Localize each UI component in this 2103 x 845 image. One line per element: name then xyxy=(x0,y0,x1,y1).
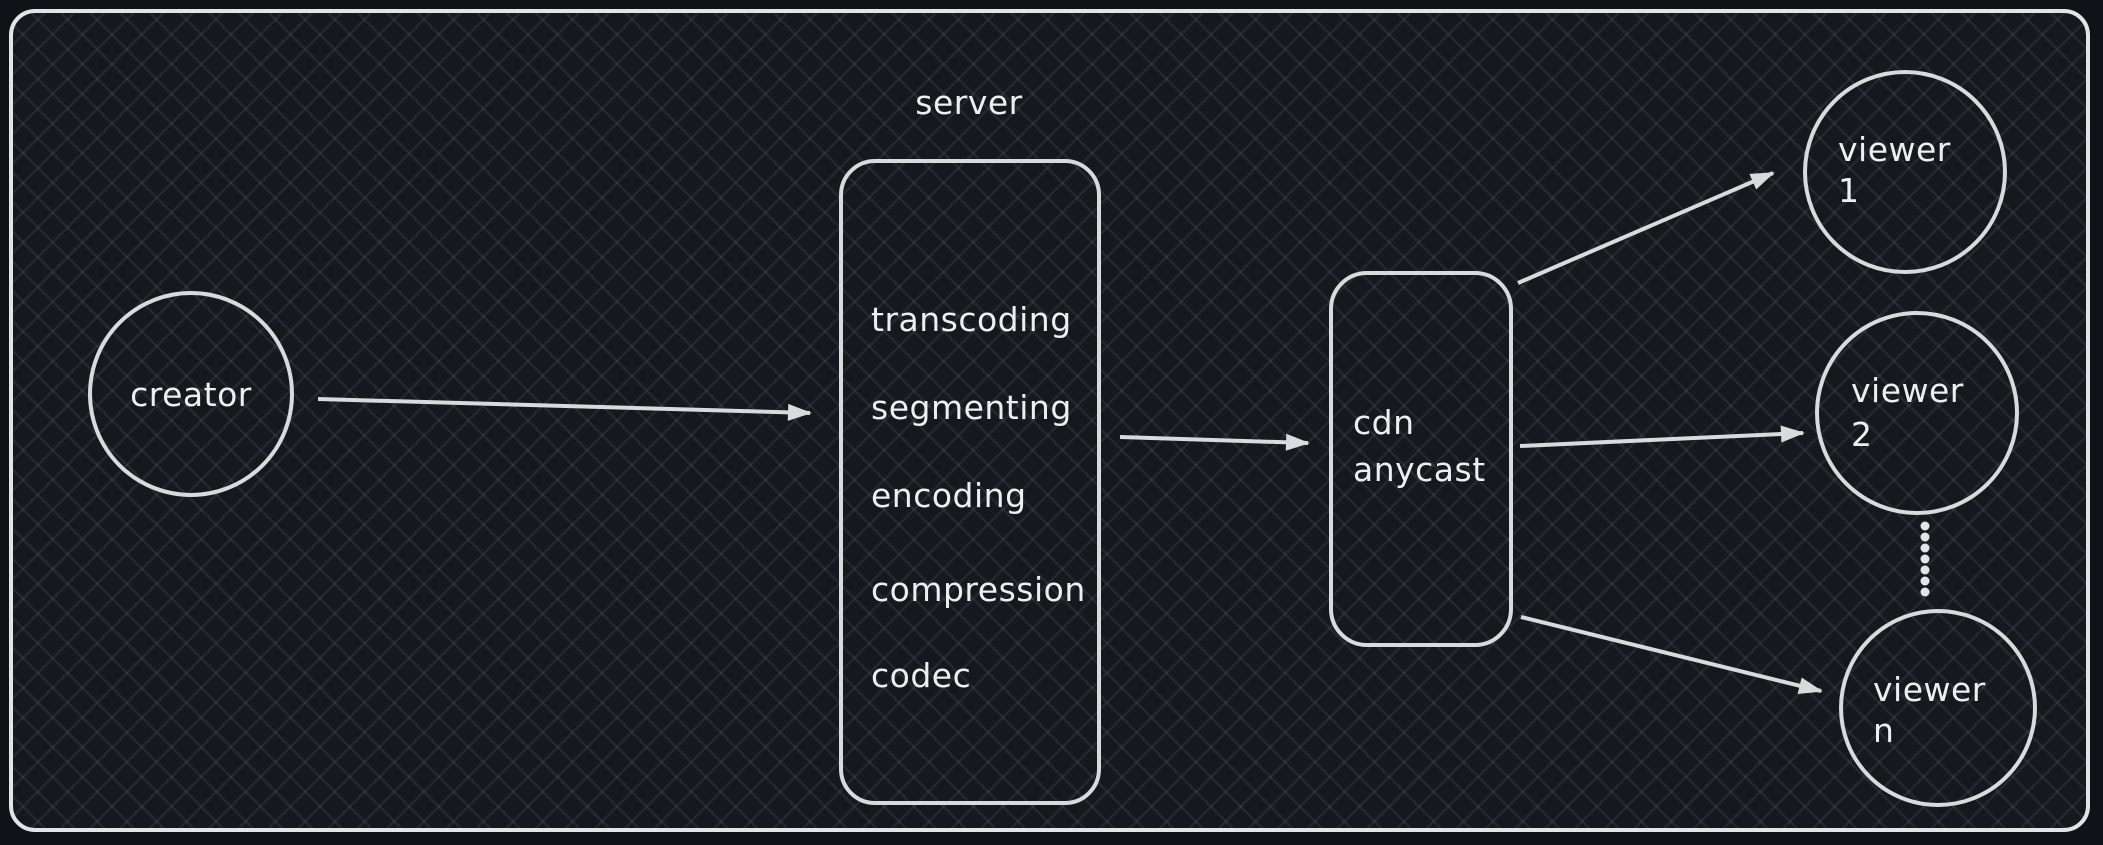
server-item-transcoding[interactable]: transcoding xyxy=(871,300,1072,339)
viewer-n-label-line2[interactable]: n xyxy=(1873,711,1895,750)
arrow-creator-to-server[interactable] xyxy=(317,397,812,421)
creator-label[interactable]: creator xyxy=(130,375,252,414)
server-item-encoding[interactable]: encoding xyxy=(871,476,1027,515)
viewer-2-label-line1[interactable]: viewer xyxy=(1851,371,1964,410)
viewer-1-circle[interactable] xyxy=(1803,70,2007,274)
arrow-server-to-cdn[interactable] xyxy=(1119,433,1310,451)
creator-circle[interactable] xyxy=(88,291,294,497)
arrow-cdn-to-viewer-n[interactable] xyxy=(1520,615,1823,694)
viewer-n-circle[interactable] xyxy=(1839,609,2037,807)
server-item-compression[interactable]: compression xyxy=(871,570,1086,609)
server-item-segmenting[interactable]: segmenting xyxy=(871,388,1072,427)
arrow-cdn-to-viewer-2[interactable] xyxy=(1519,425,1805,448)
canvas-frame: creator server transcoding segmenting en… xyxy=(9,9,2090,832)
server-item-codec[interactable]: codec xyxy=(871,656,972,695)
viewers-ellipsis-dots[interactable] xyxy=(1920,521,1930,597)
viewer-2-circle[interactable] xyxy=(1815,311,2019,515)
diagram-shapes-layer xyxy=(88,70,2037,807)
viewer-n-label-line1[interactable]: viewer xyxy=(1873,670,1986,709)
cdn-label-line2[interactable]: anycast xyxy=(1353,450,1486,489)
arrow-cdn-to-viewer-1[interactable] xyxy=(1517,171,1775,285)
server-box[interactable] xyxy=(839,159,1101,805)
viewer-1-label-line1[interactable]: viewer xyxy=(1838,130,1951,169)
viewer-1-label-line2[interactable]: 1 xyxy=(1838,171,1860,210)
cdn-box[interactable] xyxy=(1329,271,1513,647)
cdn-label-line1[interactable]: cdn xyxy=(1353,403,1415,442)
server-title[interactable]: server xyxy=(915,83,1023,122)
viewer-2-label-line2[interactable]: 2 xyxy=(1851,415,1873,454)
